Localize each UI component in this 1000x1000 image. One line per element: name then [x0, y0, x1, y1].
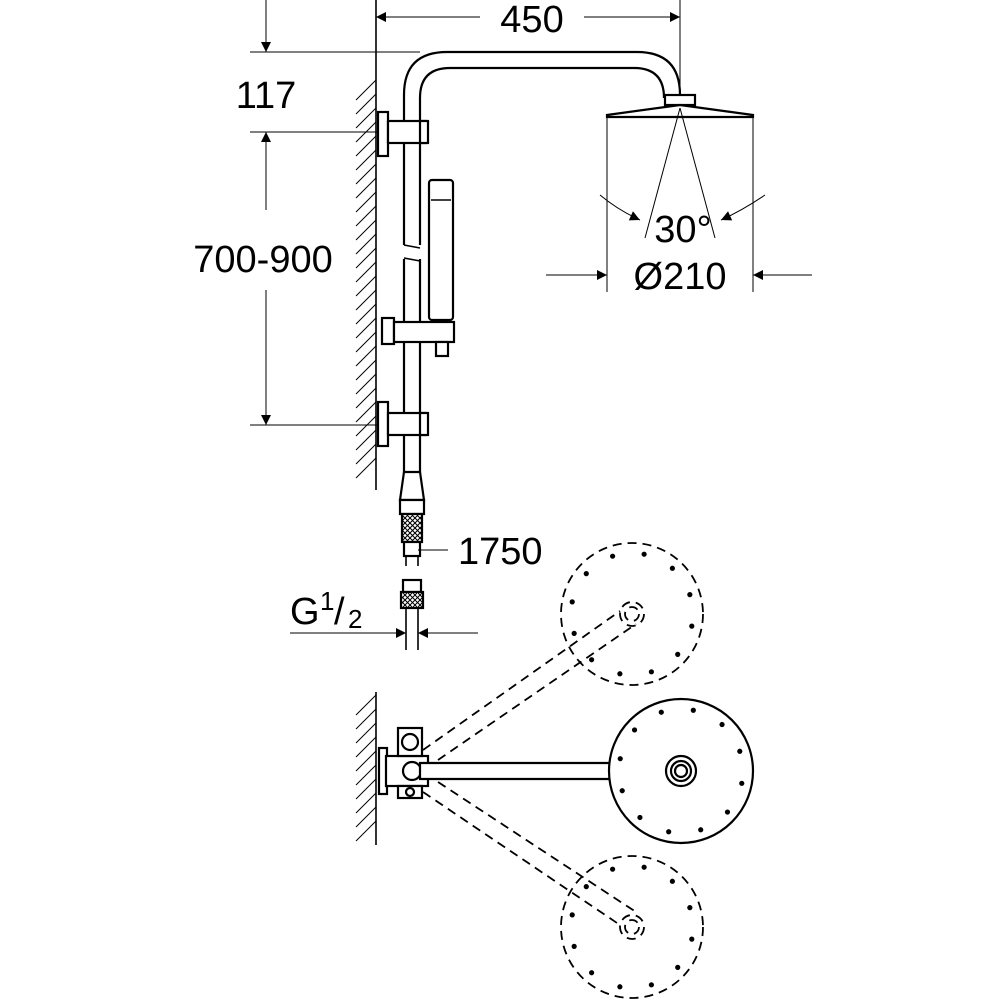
dimension-lines: [250, 0, 812, 638]
head-position-lower: [560, 855, 704, 999]
dim-thread-slash: /: [334, 591, 345, 633]
dim-thread-main: G: [290, 591, 320, 633]
shower-riser: [376, 50, 682, 650]
bottom-wall-bracket: [376, 400, 390, 448]
wall-hatching-bottom: [355, 694, 377, 842]
dim-head-offset: 117: [236, 75, 297, 117]
dim-head-diameter: Ø210: [634, 256, 727, 298]
wall-hatching-top: [355, 79, 377, 479]
plan-view: [355, 542, 755, 999]
dim-thread-num: 1: [320, 586, 334, 616]
wall-side-view: [355, 0, 377, 490]
dim-rail-height: 700-900: [193, 239, 332, 281]
hand-shower-slider: [380, 316, 396, 346]
dim-thread-den: 2: [348, 604, 362, 634]
head-shower-plan: [607, 697, 755, 845]
head-shower-side: [605, 93, 755, 239]
head-position-upper: [560, 542, 704, 686]
dim-arm-reach: 450: [500, 0, 563, 41]
dim-hose-length: 1750: [458, 531, 543, 573]
dim-spray-angle: 30°: [654, 209, 711, 251]
hand-shower: [427, 178, 455, 322]
top-wall-bracket: [376, 110, 390, 158]
riser-outlet: [398, 470, 426, 502]
